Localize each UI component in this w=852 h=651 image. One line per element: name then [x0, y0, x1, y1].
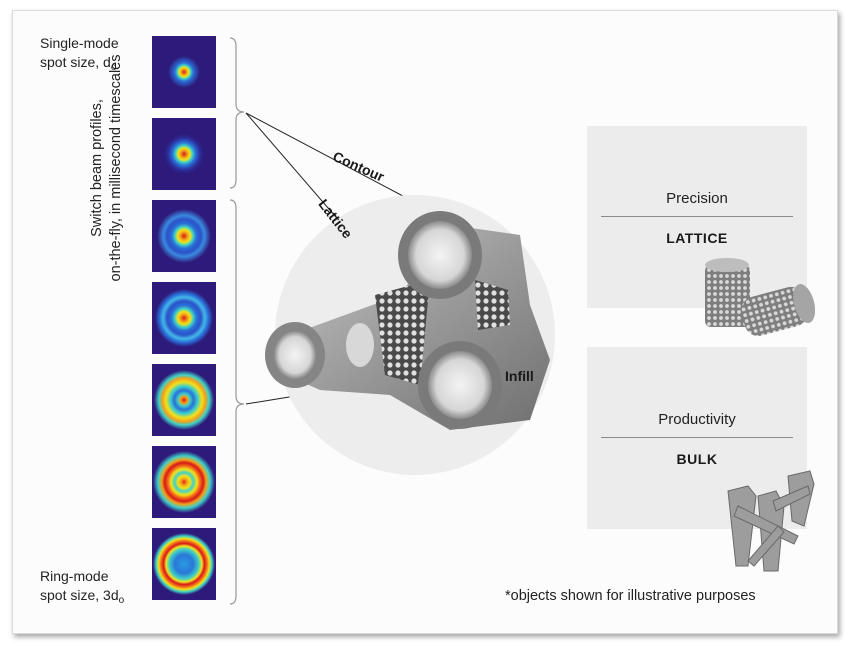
infill-label: Infill	[505, 368, 534, 384]
productivity-divider	[601, 437, 793, 438]
lattice-region-right	[475, 280, 510, 330]
ring-mode-title: Ring-mode	[40, 568, 109, 584]
lattice-part-image	[265, 195, 555, 475]
single-mode-spot-text: spot size, d	[40, 54, 111, 70]
ring-mode-spot-text: spot size, 3d	[40, 587, 119, 603]
top-tube-bore	[408, 221, 472, 289]
beam-profile-5	[152, 364, 216, 436]
productivity-subtitle: BULK	[676, 451, 718, 467]
lattice-region-left	[375, 280, 430, 385]
single-mode-title: Single-mode	[40, 35, 119, 51]
precision-divider	[601, 216, 793, 217]
beam-profile-6	[152, 446, 216, 518]
ring-mode-subscript: o	[118, 595, 125, 606]
beam-profile-7	[152, 528, 216, 600]
beam-profile-4	[152, 282, 216, 354]
bulk-part-image	[727, 470, 815, 572]
single-mode-spot: spot size, do	[40, 53, 119, 77]
ring-mode-label: Ring-mode spot size, 3do	[40, 567, 124, 610]
precision-title: Precision	[666, 190, 728, 207]
ring-mode-bracket	[229, 199, 245, 605]
productivity-title: Productivity	[658, 411, 736, 428]
left-tube-bore	[274, 331, 316, 379]
single-mode-bracket	[229, 37, 245, 189]
precision-panel: Precision LATTICE	[587, 126, 807, 308]
precision-subtitle: LATTICE	[666, 230, 728, 246]
bottom-tube-bore	[428, 351, 492, 419]
lattice-cylinders-image	[705, 258, 815, 337]
beam-profile-3	[152, 200, 216, 272]
single-mode-label: Single-mode spot size, do	[40, 34, 119, 77]
footnote: *objects shown for illustrative purposes	[505, 588, 756, 604]
single-mode-subscript: o	[110, 62, 117, 73]
ring-mode-spot: spot size, 3do	[40, 586, 124, 610]
beam-profile-1	[152, 36, 216, 108]
beam-profile-2	[152, 118, 216, 190]
contour-leader-line	[245, 112, 421, 206]
